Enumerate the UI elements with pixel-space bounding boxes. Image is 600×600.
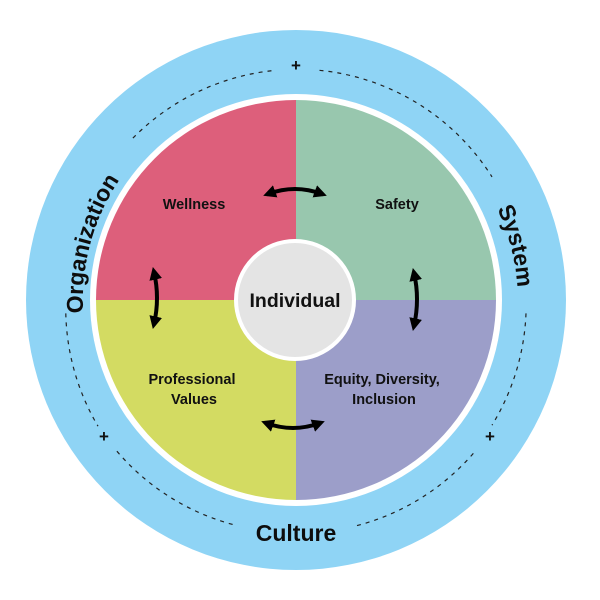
ring-label-culture: Culture	[256, 520, 337, 546]
quadrant-label-professional-values: Professional Values	[148, 372, 239, 408]
plus-sign-right: +	[485, 427, 495, 446]
quadrant-professional-values	[96, 300, 296, 500]
arrow-wellness-professional-values	[149, 267, 162, 329]
plus-sign-top: +	[291, 56, 301, 75]
quadrant-label-line: Equity, Diversity,	[324, 372, 440, 388]
center-label: Individual	[249, 290, 340, 312]
plus-sign-left: +	[99, 427, 109, 446]
dashed-arc-right	[491, 313, 527, 426]
arrow-professional-values-equity	[261, 419, 325, 432]
quadrant-label-line: Inclusion	[352, 392, 416, 408]
dashed-arc-top-left	[132, 70, 273, 139]
quadrant-wellness	[96, 100, 296, 300]
dashed-arc-bottom-left	[116, 450, 238, 527]
quadrant-equity	[296, 300, 496, 500]
quadrant-safety	[296, 100, 496, 300]
quadrant-label-equity: Equity, Diversity, Inclusion	[324, 372, 444, 408]
quadrant-label-line: Professional	[148, 372, 235, 388]
quadrant-label-safety: Safety	[375, 197, 419, 213]
dashed-arc-left	[65, 313, 99, 427]
arrow-wellness-safety	[263, 185, 327, 198]
arrow-safety-equity	[409, 268, 422, 331]
dashed-arc-top-right	[319, 69, 493, 178]
quadrant-label-line: Values	[171, 392, 217, 408]
quadrant-label-wellness: Wellness	[163, 197, 226, 213]
center-circle	[234, 239, 356, 361]
quadrant-label-line: Safety	[375, 197, 419, 213]
quadrant-label-line: Wellness	[163, 197, 226, 213]
